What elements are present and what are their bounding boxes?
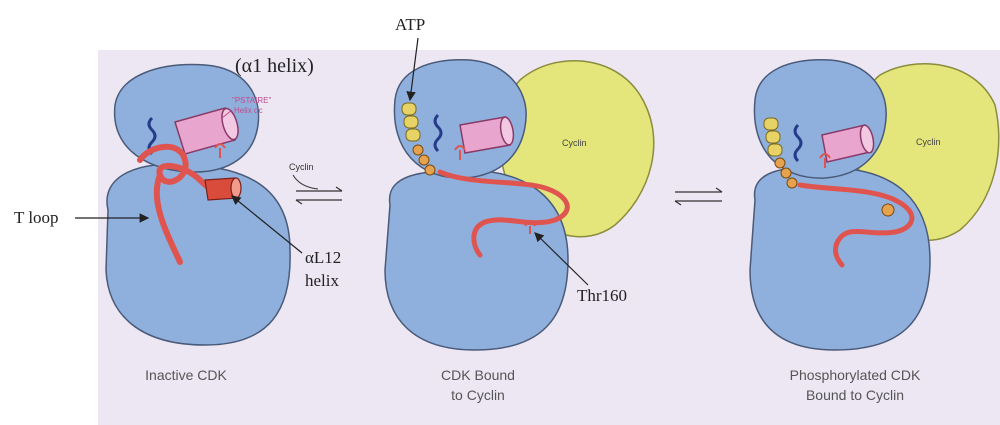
alpha-l12-label-line1: αL12 (305, 248, 341, 267)
cdk-c-lobe (106, 164, 290, 345)
cdk-c-lobe-2 (385, 170, 568, 350)
panel-cdk-bound-cyclin: Cyclin (385, 60, 654, 350)
panel-phosphorylated-cdk: Cyclin (750, 60, 999, 350)
alpha1-helix-label: (α1 helix) (235, 55, 314, 77)
cyclin-label-2: Cyclin (916, 137, 941, 147)
caption-cdk-bound-line1: CDK Bound (441, 367, 515, 383)
alpha-l12-label-line2: helix (305, 271, 339, 290)
pstaire-label-line1: "PSTAIRE" (232, 96, 271, 105)
cyclin-binding-equilibrium: Cyclin (289, 162, 342, 204)
panel-inactive-cdk: "PSTAIRE" Helix αc (106, 65, 290, 345)
pstaire-label-line2: Helix αc (234, 106, 263, 115)
atp-label: ATP (395, 15, 425, 34)
caption-inactive-cdk: Inactive CDK (145, 367, 227, 383)
cyclin-label-1: Cyclin (562, 138, 587, 148)
thr160-label: Thr160 (577, 286, 627, 305)
cyclin-arrow-label: Cyclin (289, 162, 314, 172)
caption-phosphorylated-line1: Phosphorylated CDK (790, 367, 921, 383)
phosphorylation-equilibrium (675, 188, 722, 205)
alpha-l12-helix-shape (205, 178, 241, 200)
caption-cdk-bound-line2: to Cyclin (451, 387, 505, 403)
caption-phosphorylated-line2: Bound to Cyclin (806, 387, 904, 403)
t-loop-label: T loop (14, 208, 59, 227)
phosphate-thr160 (882, 204, 894, 216)
